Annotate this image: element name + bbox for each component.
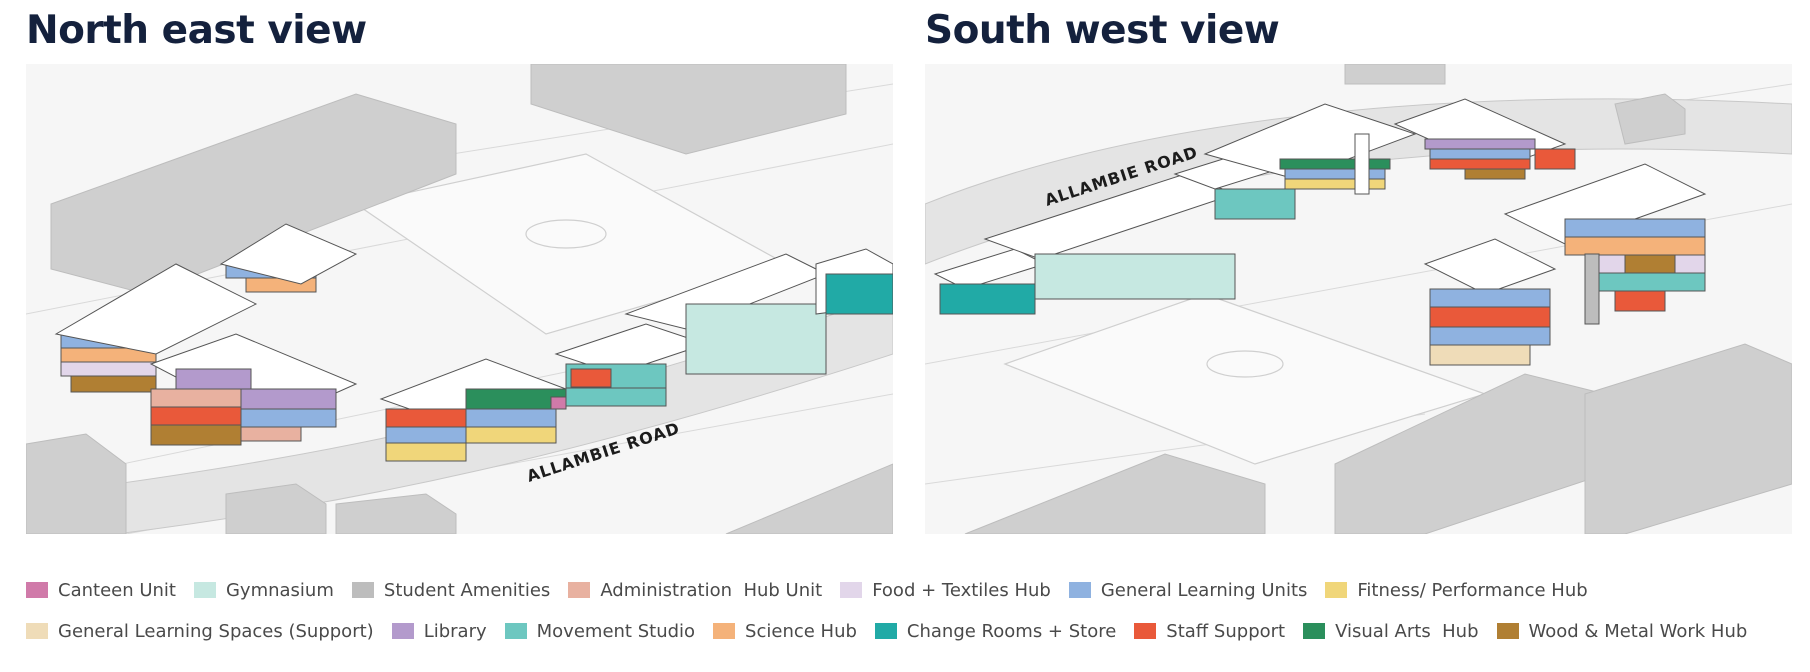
legend-label: Administration Hub Unit <box>600 579 823 601</box>
neighbouring-buildings <box>964 64 1792 534</box>
legend-label: Change Rooms + Store <box>906 620 1117 642</box>
legend-swatch <box>713 623 736 639</box>
north-east-view-diagram: ALLAMBIE ROAD <box>26 64 893 534</box>
legend-label: Canteen Unit <box>58 579 176 601</box>
legend-item-food-textiles-hub: Food + Textiles Hub <box>840 580 1051 601</box>
legend-item-library: Library <box>391 620 487 642</box>
legend-swatch <box>1134 623 1157 639</box>
legend-swatch <box>874 623 897 639</box>
legend-swatch <box>1496 623 1519 639</box>
legend-swatch <box>351 582 374 598</box>
legend-item-fitness-performance-hub: Fitness/ Performance Hub <box>1325 579 1588 601</box>
legend-item-student-amenities: Student Amenities <box>351 579 551 601</box>
learning-building-north <box>54 263 258 393</box>
legend-swatch <box>26 582 48 598</box>
visual-arts-building <box>1203 103 1417 195</box>
legend-label: General Learning Units <box>1100 579 1308 601</box>
legend-row-1: Canteen Unit Gymnasium Student Amenities… <box>26 577 1606 603</box>
legend-label: Visual Arts Hub <box>1335 620 1479 642</box>
legend-swatch <box>1325 582 1348 598</box>
legend-swatch <box>840 582 863 598</box>
legend-item-staff-support: Staff Support <box>1134 621 1285 642</box>
legend-label: Science Hub <box>745 620 857 642</box>
legend-item-administration-hub-unit: Administration Hub Unit <box>568 580 822 601</box>
legend-label: Library <box>423 620 487 642</box>
learning-building-east <box>1503 163 1707 325</box>
legend-label: Wood & Metal Work Hub <box>1528 620 1748 642</box>
legend-label: Gymnasium <box>225 579 334 601</box>
visual-arts-building <box>379 358 568 462</box>
neighbouring-buildings <box>26 64 893 534</box>
legend-swatch <box>391 623 414 639</box>
library-admin-building <box>1393 98 1576 180</box>
legend-item-science-hub: Science Hub <box>713 621 857 642</box>
legend-label: General Learning Spaces (Support) <box>58 620 374 642</box>
learning-building-south <box>1423 238 1557 366</box>
legend-swatch <box>1303 623 1326 639</box>
legend-row-2: General Learning Spaces (Support) Librar… <box>26 618 1747 644</box>
legend-item-wood-metal-work-hub: Wood & Metal Work Hub <box>1496 620 1748 642</box>
legend-swatch <box>568 582 591 598</box>
gymnasium-building <box>933 148 1297 315</box>
legend-swatch <box>1068 582 1091 598</box>
legend-label: Food + Textiles Hub <box>872 579 1051 601</box>
learning-building-rear <box>219 223 358 293</box>
legend-swatch <box>193 582 216 598</box>
legend-item-general-learning-spaces-support: General Learning Spaces (Support) <box>26 621 374 642</box>
legend-label: Student Amenities <box>383 579 551 601</box>
south-west-view-title: South west view <box>925 8 1280 53</box>
legend-item-movement-studio: Movement Studio <box>504 620 696 642</box>
legend-label: Fitness/ Performance Hub <box>1357 579 1588 601</box>
north-east-view-title: North east view <box>26 8 367 53</box>
legend-swatch <box>504 623 527 639</box>
south-west-view-diagram: ALLAMBIE ROAD <box>925 64 1792 534</box>
legend-item-general-learning-units: General Learning Units <box>1068 579 1308 601</box>
legend-item-gymnasium: Gymnasium <box>193 579 334 601</box>
legend-item-change-rooms-store: Change Rooms + Store <box>874 620 1117 642</box>
legend-swatch <box>26 623 48 639</box>
gymnasium-building <box>554 248 893 407</box>
legend-item-canteen-unit: Canteen Unit <box>26 580 176 601</box>
legend-label: Movement Studio <box>536 620 696 642</box>
library-admin-building <box>149 333 358 446</box>
legend-item-visual-arts-hub: Visual Arts Hub <box>1303 620 1479 642</box>
legend-label: Staff Support <box>1166 620 1286 642</box>
